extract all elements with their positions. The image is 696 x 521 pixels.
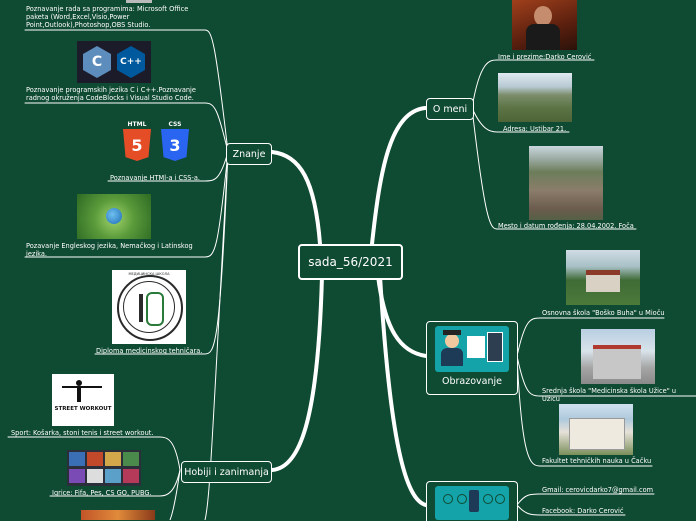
html5-shield: 5 xyxy=(123,129,151,161)
caption-sport: Sport: Košarka, stoni tenis i street wor… xyxy=(11,429,154,437)
education-illustration xyxy=(435,326,509,372)
caption-programming: Poznavanje programskih jezika C i C++.Po… xyxy=(26,86,196,102)
faculty-photo xyxy=(559,404,633,455)
primary-school-photo xyxy=(566,250,640,305)
central-node[interactable]: sada_56/2021 xyxy=(298,244,403,280)
street-workout-label: STREET WORKOUT xyxy=(54,406,112,412)
connector-center-contact xyxy=(378,274,428,507)
cpp-logo-icon: C++ xyxy=(117,46,145,78)
central-title: sada_56/2021 xyxy=(308,255,393,269)
contact-facebook[interactable]: Facebook: Darko Cerović xyxy=(542,507,624,515)
caption-name: Ime i prezime:Darko Cerović xyxy=(498,53,592,61)
caption-faculty: Fakultet tehničkih nauka u Čačku xyxy=(542,457,652,465)
contact-email[interactable]: Gmail: cerovicdarko7@gmail.com xyxy=(542,486,654,494)
games-collage xyxy=(67,450,141,486)
branch-hobiji-label: Hobiji i zanimanja xyxy=(184,466,269,478)
html5-label: HTML xyxy=(127,121,147,128)
caption-diploma: Diploma medicinskog tehničara. xyxy=(96,347,203,355)
office-logo-fragment xyxy=(126,0,152,3)
caption-games: Igrice: Fifa, Pes, CS GO, PUBG. xyxy=(52,489,152,497)
portrait-photo xyxy=(512,0,577,50)
landscape-photo xyxy=(498,73,572,122)
css3-label: CSS xyxy=(168,121,182,128)
css3-shield: 3 xyxy=(161,129,189,161)
branch-obrazovanje[interactable]: Obrazovanje xyxy=(426,321,518,395)
branch-o-meni-label: O meni xyxy=(432,103,468,115)
caption-primary-school: Osnovna škola "Boško Buha" u Mioču xyxy=(542,309,665,317)
connector-center-hobiji xyxy=(270,274,324,472)
branch-obrazovanje-label: Obrazovanje xyxy=(442,376,502,387)
globe-icon xyxy=(106,208,122,224)
globe-image xyxy=(77,194,151,239)
html5-logo-icon: HTML 5 xyxy=(122,121,152,163)
contact-illustration xyxy=(435,486,509,520)
caption-languages: Pozavanje Engleskog jezika, Nemačkog i L… xyxy=(26,242,193,258)
connector-center-omeni xyxy=(370,106,427,246)
caption-secondary-school: Srednja škola "Medicinska škola Užice" u… xyxy=(542,387,676,403)
branch-contact[interactable] xyxy=(426,481,518,521)
caption-address: Adresa: Ustibar 21. xyxy=(503,125,567,133)
caption-birth: Mesto i datum rođenja: 28.04.2002. Foča xyxy=(498,222,634,230)
branch-znanje-label: Znanje xyxy=(232,148,266,160)
medical-school-seal: МЕДИЦИНСКА ШКОЛА xyxy=(112,270,186,344)
secondary-school-photo xyxy=(581,329,655,384)
caption-html-css: Poznavanje HTMl-a i CSS-a. xyxy=(110,174,201,182)
street-workout-image: STREET WORKOUT xyxy=(52,374,114,426)
css3-logo-icon: CSS 3 xyxy=(160,121,190,163)
branch-hobiji[interactable]: Hobiji i zanimanja xyxy=(181,461,272,483)
caption-office: Poznavanje rada sa programima: Microsoft… xyxy=(26,5,189,29)
seal-text: МЕДИЦИНСКА ШКОЛА xyxy=(128,272,170,276)
branch-znanje[interactable]: Znanje xyxy=(226,143,272,165)
hobby-photo-partial xyxy=(81,510,155,520)
c-logo-icon: C xyxy=(83,46,111,78)
town-photo xyxy=(529,146,603,220)
connector-center-znanje xyxy=(270,150,322,246)
branch-o-meni[interactable]: O meni xyxy=(426,98,474,120)
c-cpp-logos: C C++ xyxy=(77,41,151,83)
